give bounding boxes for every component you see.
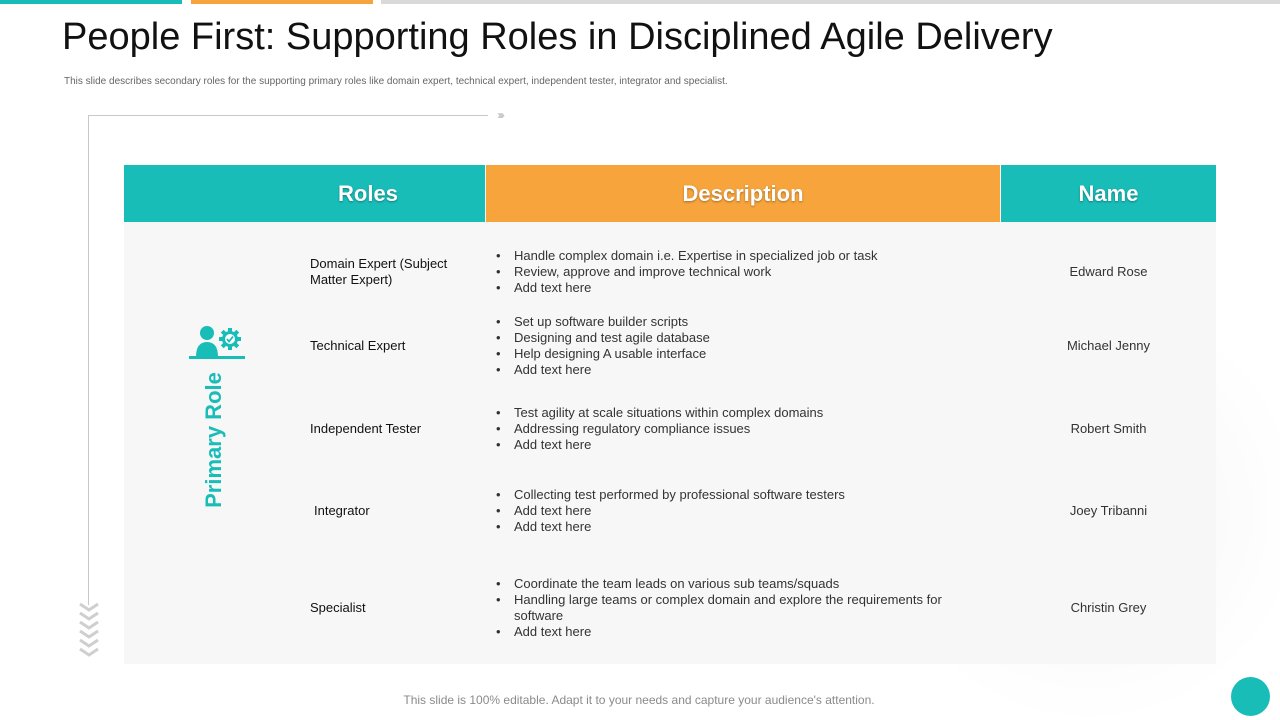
description-item: Help designing A usable interface [494,346,954,362]
name-cell: Christin Grey [1070,600,1147,615]
corner-decoration-circle [1231,677,1270,716]
description-item: Handle complex domain i.e. Expertise in … [494,248,954,264]
description-cell: Coordinate the team leads on various sub… [494,576,954,640]
role-cell: Independent Tester [310,421,422,436]
chevrons-down-icon [78,600,100,660]
bracket-line-vertical [88,115,89,605]
description-item: Test agility at scale situations within … [494,405,954,421]
description-item: Add text here [494,280,954,296]
role-cell: Integrator [314,503,370,518]
top-accent-teal [0,0,182,4]
person-with-gear-icon [188,325,246,363]
name-cell: Joey Tribanni [1069,503,1148,518]
description-item: Collecting test performed by professiona… [494,487,954,503]
header-roles: Roles [124,165,485,222]
slide-subtitle: This slide describes secondary roles for… [64,76,728,87]
primary-role-label-block: Primary Role [186,325,246,520]
description-item: Set up software builder scripts [494,314,954,330]
role-cell: Technical Expert [310,338,406,353]
description-item: Add text here [494,519,954,535]
primary-role-label: Primary Role [201,372,226,508]
description-item: Add text here [494,437,954,453]
description-item: Review, approve and improve technical wo… [494,264,954,280]
top-accent-gray [381,0,1280,4]
description-cell: Set up software builder scripts Designin… [494,314,954,378]
roles-table: Roles Description Name Primary Role [124,165,1216,664]
description-item: Handling large teams or complex domain a… [494,592,954,624]
description-cell: Collecting test performed by professiona… [494,487,954,535]
description-item: Add text here [494,624,954,640]
role-cell: Domain Expert (Subject Matter Expert) [310,256,448,287]
chevrons-right-icon: ››››› [497,108,505,122]
top-accent-orange [191,0,373,4]
header-description: Description [486,165,1000,222]
description-item: Add text here [494,503,954,519]
description-item: Add text here [494,362,954,378]
name-cell: Robert Smith [1070,421,1147,436]
name-cell: Edward Rose [1069,264,1148,279]
header-name: Name [1001,165,1216,222]
footer-note: This slide is 100% editable. Adapt it to… [403,693,875,707]
description-cell: Test agility at scale situations within … [494,405,954,453]
description-item: Coordinate the team leads on various sub… [494,576,954,592]
bracket-line-horizontal [88,115,488,116]
description-cell: Handle complex domain i.e. Expertise in … [494,248,954,296]
slide-title: People First: Supporting Roles in Discip… [62,16,1053,58]
description-item: Addressing regulatory compliance issues [494,421,954,437]
role-cell: Specialist [310,600,366,615]
name-cell: Michael Jenny [1066,338,1151,353]
description-item: Designing and test agile database [494,330,954,346]
